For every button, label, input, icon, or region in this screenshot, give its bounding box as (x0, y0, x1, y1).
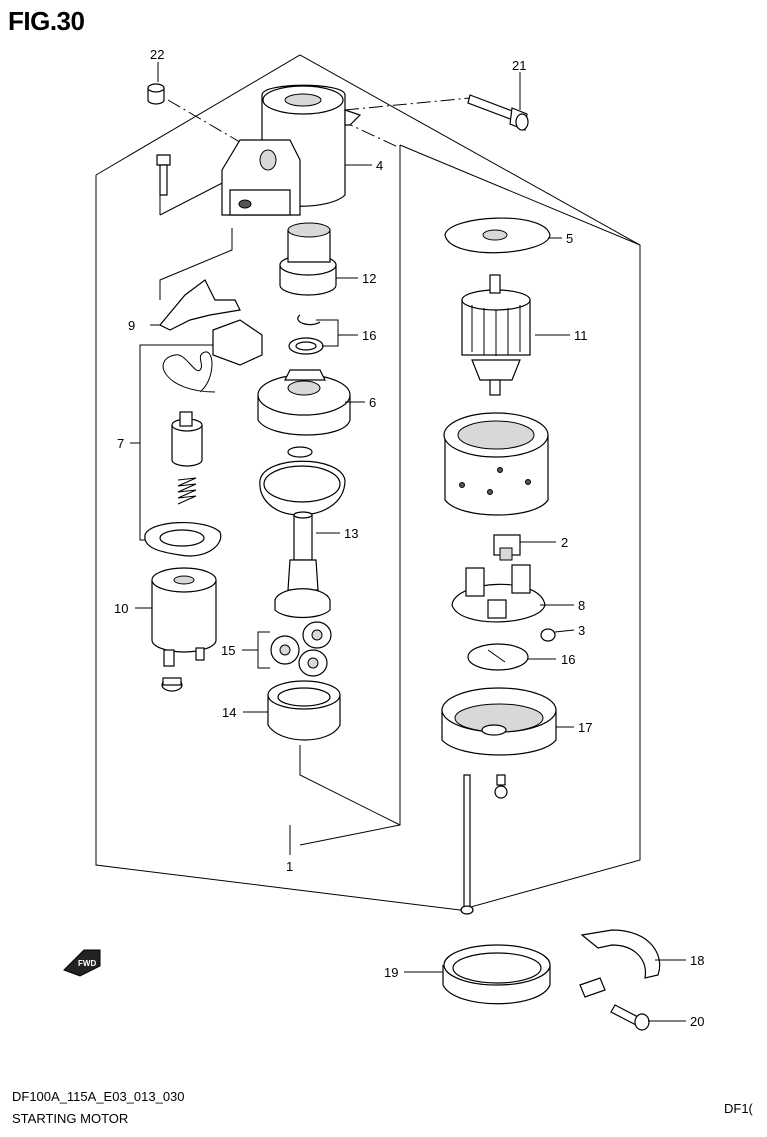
callout-18: 18 (690, 953, 704, 968)
footer-diagram-name: STARTING MOTOR (12, 1111, 129, 1126)
callout-22: 22 (150, 47, 164, 62)
callout-3: 3 (578, 623, 585, 638)
callout-7: 7 (117, 436, 124, 451)
end-cover-part-17 (441, 687, 557, 756)
bracket-part-18 (579, 929, 661, 998)
bolt-housing-left (156, 154, 171, 196)
callout-9: 9 (128, 318, 135, 333)
callout-10: 10 (114, 601, 128, 616)
callout-15: 15 (221, 643, 235, 658)
callout-labels: 1 2 3 4 5 6 7 8 9 10 11 12 13 14 15 16 1… (114, 47, 704, 1029)
planet-gears-part-15 (257, 621, 332, 677)
plate-part-5 (444, 217, 551, 254)
callout-14: 14 (222, 705, 236, 720)
callout-6: 6 (369, 395, 376, 410)
callout-16-upper: 16 (362, 328, 376, 343)
forward-arrow-icon: FWD (63, 949, 101, 977)
clip-washer-part-16 (288, 314, 324, 355)
armature-part-11 (461, 274, 531, 396)
callout-11: 11 (574, 328, 588, 343)
callout-4: 4 (376, 158, 383, 173)
brush-holder-part-8 (451, 564, 546, 623)
callout-12: 12 (362, 271, 376, 286)
callout-16-lower: 16 (561, 652, 575, 667)
callout-1: 1 (286, 859, 293, 874)
brush-part-2 (493, 534, 521, 561)
plunger-assembly-part-7 (144, 319, 263, 557)
figure-title: FIG.30 (8, 6, 85, 36)
bolt-part-20 (610, 1004, 650, 1031)
callout-17: 17 (578, 720, 592, 735)
gasket (259, 460, 346, 516)
fwd-label: FWD (78, 959, 96, 968)
plate-part-16 (467, 643, 529, 671)
pinion-part-12 (279, 222, 337, 296)
bushing-part-22 (147, 83, 165, 105)
callout-21: 21 (512, 58, 526, 73)
band-part-19 (442, 944, 551, 1005)
bolt-part-21 (467, 94, 529, 131)
yoke (443, 412, 549, 516)
callout-20: 20 (690, 1014, 704, 1029)
callout-13: 13 (344, 526, 358, 541)
callout-2: 2 (561, 535, 568, 550)
footer-diagram-code: DF100A_115A_E03_013_030 (12, 1089, 185, 1104)
shaft-part-13 (274, 511, 331, 619)
callout-19: 19 (384, 965, 398, 980)
housing-part-4 (221, 84, 362, 216)
assembly-outline (95, 54, 641, 911)
solenoid-part-10 (151, 567, 217, 692)
callout-8: 8 (578, 598, 585, 613)
through-bolts (460, 774, 508, 915)
callout-5: 5 (566, 231, 573, 246)
internal-gear-part-14 (267, 680, 341, 741)
gear-housing-part-6 (257, 369, 351, 458)
nut-part-3 (540, 628, 556, 642)
leader-lines (130, 62, 686, 1022)
footer-model-truncated: DF1( (724, 1101, 753, 1116)
lever-part-9 (159, 279, 241, 331)
